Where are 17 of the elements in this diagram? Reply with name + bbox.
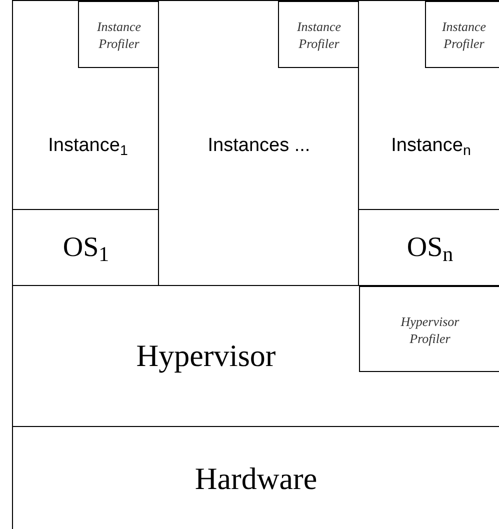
layer-box <box>12 0 159 210</box>
layer-label: Hypervisor <box>136 336 276 375</box>
layer-label: OS$_{n}$ <box>406 231 454 268</box>
layer-label: Instance$_{1}$ <box>48 134 128 160</box>
profiler-label: Instance Profiler <box>296 18 342 52</box>
layer-label: Hardware <box>194 460 318 498</box>
layer-label: Instance$_{n}$ <box>391 134 471 160</box>
profiler-box <box>278 1 359 68</box>
profiler-box <box>359 286 499 372</box>
profiler-label: Instance Profiler <box>96 18 142 52</box>
layer-label: Instances ... <box>208 134 310 158</box>
profiler-label: Hypervisor Profiler <box>400 313 460 347</box>
layer-label: OS$_{1}$ <box>62 231 110 268</box>
profiler-box <box>78 1 159 68</box>
profiler-box <box>425 1 499 68</box>
profiler-label: Instance Profiler <box>440 18 488 52</box>
layer-box <box>12 285 499 427</box>
